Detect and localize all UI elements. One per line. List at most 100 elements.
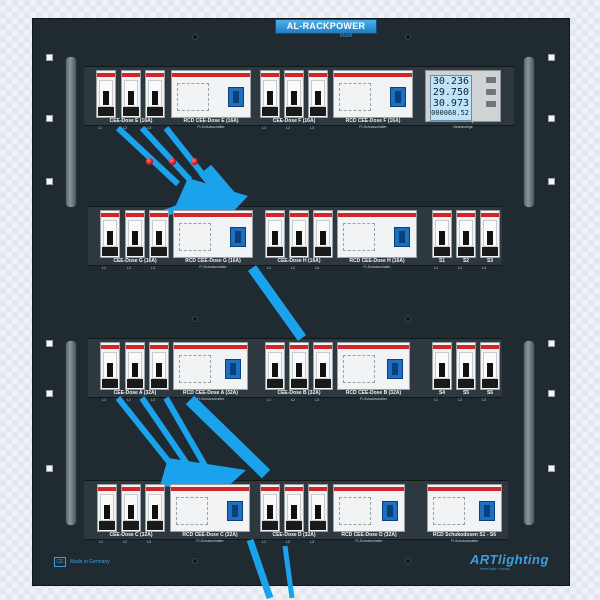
right-handle-top[interactable] xyxy=(523,56,535,208)
module-label: RCD CEE-Dose B (32A)FI-Schutzschalter xyxy=(337,390,410,402)
breaker-toggle[interactable] xyxy=(128,505,134,519)
rcd-test-button[interactable] xyxy=(230,227,246,247)
circuit-breaker[interactable] xyxy=(260,70,280,118)
circuit-breaker[interactable] xyxy=(480,210,500,258)
breaker-toggle[interactable] xyxy=(296,363,302,377)
rcd-switch[interactable] xyxy=(170,484,250,532)
breaker-toggle[interactable] xyxy=(103,91,109,105)
breaker-toggle[interactable] xyxy=(291,505,297,519)
phase-label: L1 xyxy=(102,398,106,402)
breaker-toggle[interactable] xyxy=(463,231,469,245)
breaker-toggle[interactable] xyxy=(487,363,493,377)
breaker-toggle[interactable] xyxy=(104,505,110,519)
circuit-breaker[interactable] xyxy=(121,484,141,532)
rcd-test-button[interactable] xyxy=(225,359,241,379)
circuit-breaker[interactable] xyxy=(149,342,169,390)
breaker-toggle[interactable] xyxy=(132,231,138,245)
circuit-breaker[interactable] xyxy=(145,70,165,118)
rcd-switch[interactable] xyxy=(427,484,502,532)
breaker-toggle[interactable] xyxy=(267,91,273,105)
right-handle-bottom[interactable] xyxy=(523,340,535,526)
circuit-breaker[interactable] xyxy=(100,210,120,258)
breaker-toggle[interactable] xyxy=(320,363,326,377)
circuit-breaker[interactable] xyxy=(121,70,141,118)
rcd-test-button[interactable] xyxy=(382,501,398,521)
circuit-breaker[interactable] xyxy=(100,342,120,390)
rcd-switch[interactable] xyxy=(173,210,253,258)
rcd-switch[interactable] xyxy=(333,484,405,532)
breaker-toggle[interactable] xyxy=(107,363,113,377)
breaker-toggle[interactable] xyxy=(107,231,113,245)
rcd-test-button[interactable] xyxy=(387,359,403,379)
breaker-toggle[interactable] xyxy=(267,505,273,519)
module-label: RCD CEE-Dose E (16A)FI-Schutzschalter xyxy=(171,118,251,130)
module-label: RCD CEE-Dose F (16A)FI-Schutzschalter xyxy=(333,118,413,130)
breaker-toggle[interactable] xyxy=(128,91,134,105)
breaker-toggle[interactable] xyxy=(272,363,278,377)
rcd-test-button[interactable] xyxy=(390,87,406,107)
breaker-toggle[interactable] xyxy=(463,363,469,377)
breaker-toggle[interactable] xyxy=(439,231,445,245)
circuit-breaker[interactable] xyxy=(456,342,476,390)
circuit-breaker[interactable] xyxy=(308,484,328,532)
rcd-red-strip xyxy=(174,345,247,349)
rcd-test-button[interactable] xyxy=(479,501,495,521)
breaker-toggle[interactable] xyxy=(132,363,138,377)
circuit-breaker[interactable] xyxy=(125,342,145,390)
breaker-toggle[interactable] xyxy=(439,363,445,377)
breaker-toggle[interactable] xyxy=(291,91,297,105)
circuit-breaker[interactable] xyxy=(265,210,285,258)
circuit-breaker[interactable] xyxy=(313,210,333,258)
rcd-test-button[interactable] xyxy=(228,87,244,107)
circuit-breaker[interactable] xyxy=(289,210,309,258)
circuit-breaker[interactable] xyxy=(456,210,476,258)
breaker-base xyxy=(267,247,283,256)
breaker-toggle[interactable] xyxy=(156,231,162,245)
breaker-toggle[interactable] xyxy=(296,231,302,245)
circuit-breaker[interactable] xyxy=(260,484,280,532)
circuit-breaker[interactable] xyxy=(125,210,145,258)
rcd-switch[interactable] xyxy=(337,342,410,390)
breaker-base xyxy=(123,107,139,116)
circuit-breaker[interactable] xyxy=(432,210,452,258)
circuit-breaker[interactable] xyxy=(432,342,452,390)
breaker-toggle[interactable] xyxy=(152,505,158,519)
circuit-breaker[interactable] xyxy=(313,342,333,390)
meter-key[interactable] xyxy=(486,89,496,95)
breaker-toggle[interactable] xyxy=(272,231,278,245)
module-label-group: RCD CEE-Dose B (32A) xyxy=(345,390,402,396)
breaker-toggle[interactable] xyxy=(315,91,321,105)
rcd-switch[interactable] xyxy=(333,70,413,118)
circuit-breaker[interactable] xyxy=(97,484,117,532)
breaker-toggle[interactable] xyxy=(487,231,493,245)
meter-key[interactable] xyxy=(486,101,496,107)
circuit-breaker[interactable] xyxy=(265,342,285,390)
rcd-test-button[interactable] xyxy=(227,501,243,521)
left-handle-top[interactable] xyxy=(65,56,77,208)
circuit-breaker[interactable] xyxy=(96,70,116,118)
circuit-breaker[interactable] xyxy=(149,210,169,258)
breaker-toggle[interactable] xyxy=(152,91,158,105)
circuit-breaker[interactable] xyxy=(480,342,500,390)
breaker-toggle[interactable] xyxy=(156,363,162,377)
breaker-base xyxy=(434,247,450,256)
rcd-test-button[interactable] xyxy=(394,227,410,247)
circuit-breaker[interactable] xyxy=(284,70,304,118)
rcd-switch[interactable] xyxy=(337,210,417,258)
meter-reading-l3: 30.973 xyxy=(432,98,469,109)
rcd-switch[interactable] xyxy=(173,342,248,390)
breaker-toggle[interactable] xyxy=(315,505,321,519)
circuit-breaker[interactable] xyxy=(145,484,165,532)
breaker-toggle[interactable] xyxy=(320,231,326,245)
breaker-base xyxy=(151,379,167,388)
meter-key[interactable] xyxy=(486,77,496,83)
rcd-switch[interactable] xyxy=(171,70,251,118)
left-handle-bottom[interactable] xyxy=(65,340,77,526)
circuit-breaker[interactable] xyxy=(308,70,328,118)
module-label: RCD CEE-Dose G (16A)FI-Schutzschalter xyxy=(173,258,253,270)
circuit-breaker[interactable] xyxy=(289,342,309,390)
breaker-red-strip xyxy=(457,345,475,349)
breaker-base xyxy=(262,521,278,530)
circuit-breaker[interactable] xyxy=(284,484,304,532)
